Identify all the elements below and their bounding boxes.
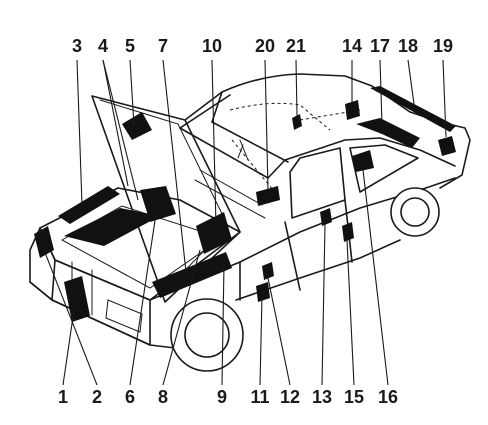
callout-20: 20 <box>255 36 275 56</box>
front-wheel <box>170 298 244 372</box>
callout-3: 3 <box>72 36 82 56</box>
leader-lines <box>43 59 447 386</box>
callouts-top: 3 4 5 7 10 20 21 14 17 18 19 <box>72 36 453 56</box>
pad-15 <box>342 222 354 242</box>
pad-7 <box>152 252 232 298</box>
pad-1 <box>64 276 90 322</box>
callout-5: 5 <box>125 36 135 56</box>
callout-9: 9 <box>217 387 227 407</box>
callout-15: 15 <box>344 387 364 407</box>
callout-2: 2 <box>92 387 102 407</box>
pad-6 <box>140 186 176 222</box>
callout-14: 14 <box>342 36 362 56</box>
callout-1: 1 <box>58 387 68 407</box>
rear-wheel <box>390 187 440 237</box>
callout-7: 7 <box>158 36 168 56</box>
pad-18 <box>370 86 456 132</box>
callout-4: 4 <box>98 36 108 56</box>
callout-18: 18 <box>398 36 418 56</box>
callout-10: 10 <box>202 36 222 56</box>
callouts-bottom: 1 2 6 8 9 11 12 13 15 16 <box>58 387 398 407</box>
pad-11 <box>256 282 270 302</box>
pad-21 <box>292 114 302 130</box>
pad-13 <box>320 208 332 226</box>
pad-14 <box>345 100 360 120</box>
pad-16 <box>352 150 374 172</box>
pad-19 <box>438 136 456 156</box>
pad-10 <box>196 212 232 254</box>
pad-17 <box>356 118 420 148</box>
callout-12: 12 <box>280 387 300 407</box>
pad-3 <box>58 186 120 224</box>
pad-4 <box>64 208 160 246</box>
insulation-pads <box>34 86 456 322</box>
car-body <box>29 73 471 349</box>
callout-13: 13 <box>312 387 332 407</box>
callout-19: 19 <box>433 36 453 56</box>
callout-6: 6 <box>125 387 135 407</box>
callout-16: 16 <box>378 387 398 407</box>
callout-17: 17 <box>370 36 390 56</box>
callout-8: 8 <box>158 387 168 407</box>
pad-5 <box>122 112 152 140</box>
pad-12 <box>262 262 274 280</box>
callout-11: 11 <box>250 387 269 407</box>
callout-21: 21 <box>286 36 306 56</box>
pad-2 <box>34 226 54 258</box>
pad-20 <box>256 186 280 206</box>
